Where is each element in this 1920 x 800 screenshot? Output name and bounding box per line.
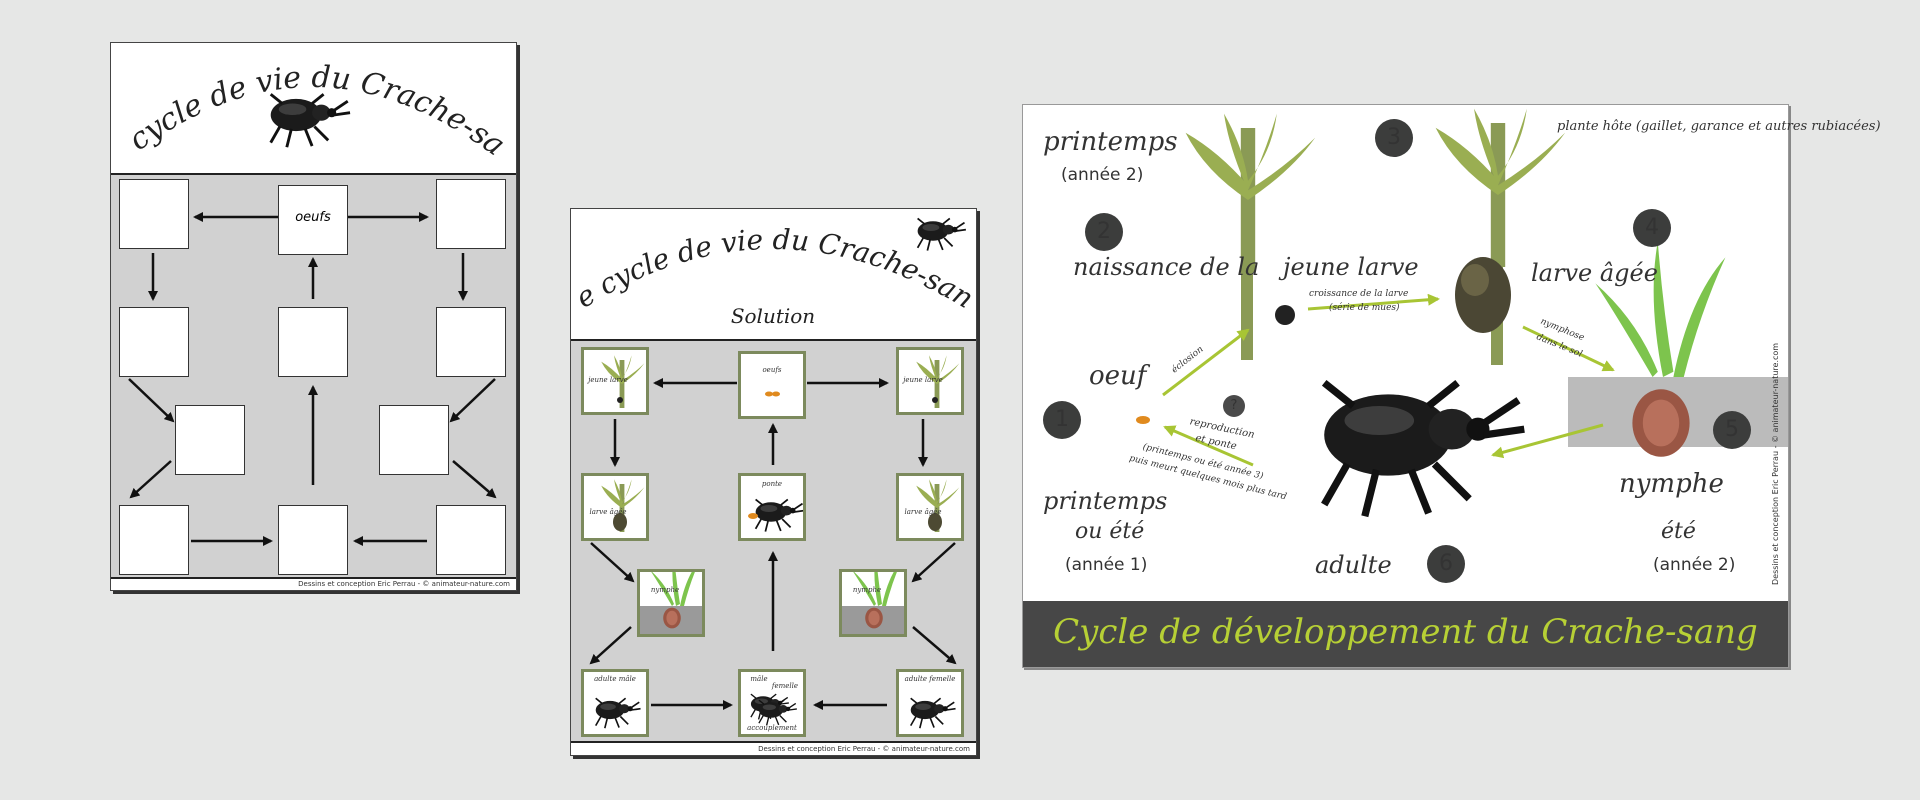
empty-box: [379, 405, 449, 475]
host-plant-label: plante hôte (gaillet, garance et autres …: [1557, 119, 1881, 134]
card-adulte-male: adulte mâle: [581, 669, 649, 737]
pupa-icon: [640, 572, 702, 634]
plant-icon: [916, 355, 960, 408]
card-larve-agee: larve âgée: [581, 473, 649, 541]
step-number: 4: [1633, 209, 1671, 247]
card-accouplement: mâle femelle accouplement: [738, 669, 806, 737]
beetle-icon: [916, 217, 967, 252]
cycle-arrows: [128, 212, 497, 546]
card-label: adulte femelle: [904, 675, 956, 683]
egg-icon: [1136, 416, 1150, 424]
pupa-icon: [842, 572, 904, 634]
stage-label: oeuf: [1089, 361, 1147, 391]
stage-label: adulte: [1315, 551, 1392, 579]
season-label: été: [1661, 519, 1696, 544]
empty-box: [436, 179, 506, 249]
card-label: jeune larve: [588, 376, 628, 384]
card-label: adulte mâle: [594, 675, 636, 683]
season-label: printemps: [1043, 127, 1178, 157]
title-arc: Le cycle de vie du Crache-sang: [111, 43, 511, 164]
card-label: femelle: [771, 682, 799, 690]
card-label: nymphe: [852, 586, 882, 594]
stage-label: naissance de la: [1073, 253, 1260, 281]
beetle-icon: [909, 697, 957, 730]
step-number: 2: [1085, 213, 1123, 251]
blank-worksheet: Le cycle de vie du Crache-sang: [110, 42, 517, 591]
question-mark: ?: [1223, 395, 1245, 417]
card-nymphe: nymphe: [839, 569, 907, 637]
poster-title: Cycle de développement du Crache-sang: [1023, 601, 1788, 667]
box-oeufs: oeufs: [278, 185, 348, 255]
card-label: accouplement: [747, 724, 797, 732]
card-adulte-femelle: adulte femelle: [896, 669, 964, 737]
card-larve-agee: larve âgée: [896, 473, 964, 541]
credit-text: Dessins et conception Eric Perrau - © an…: [758, 745, 970, 753]
card-label: oeufs: [762, 366, 782, 374]
empty-box: [119, 179, 189, 249]
box-label: oeufs: [295, 210, 331, 225]
step-number: 1: [1043, 401, 1081, 439]
plant-icon: [1185, 113, 1316, 272]
solution-subtitle: Solution: [731, 304, 815, 328]
card-oeufs: oeufs: [738, 351, 806, 419]
year-label: (année 1): [1065, 555, 1148, 575]
card-jeune-larve: jeune larve: [896, 347, 964, 415]
worksheet-header: Le cycle de vie du Crache-sang Solution: [571, 209, 976, 339]
larva-icon: [601, 479, 645, 532]
worksheet-title: Le cycle de vie du Crache-sang: [571, 209, 976, 315]
card-label: mâle: [750, 675, 768, 683]
cycle-arrows: [1162, 293, 1615, 467]
plant-icon: [601, 355, 645, 408]
plant-icon: [1435, 108, 1566, 267]
stage-label: jeune larve: [1283, 253, 1419, 281]
title-arc: Le cycle de vie du Crache-sang Solution: [571, 209, 976, 328]
cycle-grid: oeufs: [111, 173, 516, 579]
card-label: ponte: [761, 480, 783, 488]
cycle-grid: jeune larve oeufs jeune larve larve âgée…: [571, 339, 976, 743]
egg-icon: [765, 391, 780, 397]
season-label: printemps: [1043, 487, 1168, 515]
step-number: 6: [1427, 545, 1465, 583]
beetle-icon: [1324, 383, 1524, 516]
credit-text: Dessins et conception Eric Perrau - © an…: [1771, 342, 1780, 585]
empty-box: [278, 307, 348, 377]
stage-label: larve âgée: [1531, 259, 1658, 287]
empty-box: [175, 405, 245, 475]
empty-box: [119, 505, 189, 575]
beetle-icon: [269, 92, 352, 149]
year-label: (année 2): [1061, 165, 1144, 185]
larva-icon: [916, 479, 960, 532]
transition-label: (série de mues): [1329, 303, 1400, 313]
empty-box: [436, 505, 506, 575]
season-label: ou été: [1075, 519, 1145, 544]
poster-illustration: [1136, 108, 1788, 601]
year-label: (année 2): [1653, 555, 1736, 575]
card-label: larve âgée: [589, 508, 627, 516]
card-nymphe: nymphe: [637, 569, 705, 637]
solution-worksheet: Le cycle de vie du Crache-sang Solution: [570, 208, 977, 756]
step-number: 5: [1713, 411, 1751, 449]
card-label: larve âgée: [904, 508, 942, 516]
step-number: 3: [1375, 119, 1413, 157]
card-label: jeune larve: [903, 376, 943, 384]
empty-box: [436, 307, 506, 377]
card-ponte: ponte: [738, 473, 806, 541]
empty-box: [278, 505, 348, 575]
beetle-icon: [594, 697, 642, 730]
cycle-arrows: [589, 378, 957, 710]
pupa-icon: [1632, 389, 1690, 457]
worksheet-header: Le cycle de vie du Crache-sang: [111, 43, 516, 173]
development-poster: 1 2 3 4 5 6 printemps (année 2) plante h…: [1022, 104, 1881, 668]
larva-icon: [1275, 305, 1295, 325]
empty-box: [119, 307, 189, 377]
transition-label: croissance de la larve: [1309, 289, 1409, 299]
card-label: nymphe: [650, 586, 680, 594]
stage-label: nymphe: [1619, 469, 1724, 499]
card-jeune-larve: jeune larve: [581, 347, 649, 415]
beetle-icon: [748, 498, 803, 533]
credit-text: Dessins et conception Eric Perrau - © an…: [298, 580, 510, 588]
